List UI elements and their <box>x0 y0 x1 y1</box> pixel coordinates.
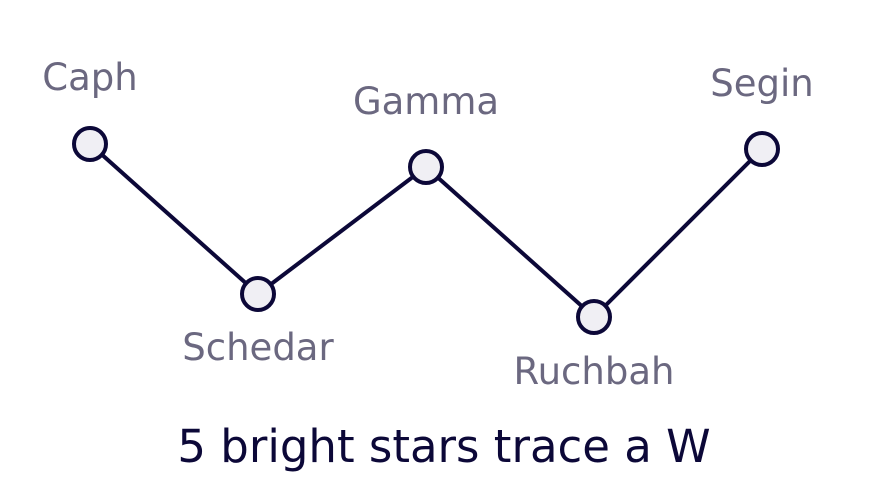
stars: Caph Schedar Gamma Ruchbah Segin <box>42 56 813 393</box>
star-gamma: Gamma <box>353 80 499 185</box>
star-label-gamma: Gamma <box>353 80 499 123</box>
diagram-caption: 5 bright stars trace a W <box>177 420 710 473</box>
segment-gamma-ruchbah <box>424 165 596 319</box>
star-marker <box>240 276 276 312</box>
star-label-caph: Caph <box>42 56 137 99</box>
star-caph: Caph <box>42 56 138 162</box>
star-label-ruchbah: Ruchbah <box>514 350 675 393</box>
segment-caph-schedar <box>88 142 260 296</box>
star-label-schedar: Schedar <box>182 326 334 369</box>
star-marker <box>576 299 612 335</box>
star-marker <box>408 149 444 185</box>
star-schedar: Schedar <box>182 276 334 369</box>
star-marker <box>744 131 780 167</box>
segment-schedar-gamma <box>256 165 428 296</box>
star-ruchbah: Ruchbah <box>514 299 675 393</box>
star-marker <box>72 126 108 162</box>
star-segin: Segin <box>710 62 814 167</box>
constellation-lines <box>88 142 764 319</box>
segment-ruchbah-segin <box>592 147 764 319</box>
star-label-segin: Segin <box>710 62 813 105</box>
